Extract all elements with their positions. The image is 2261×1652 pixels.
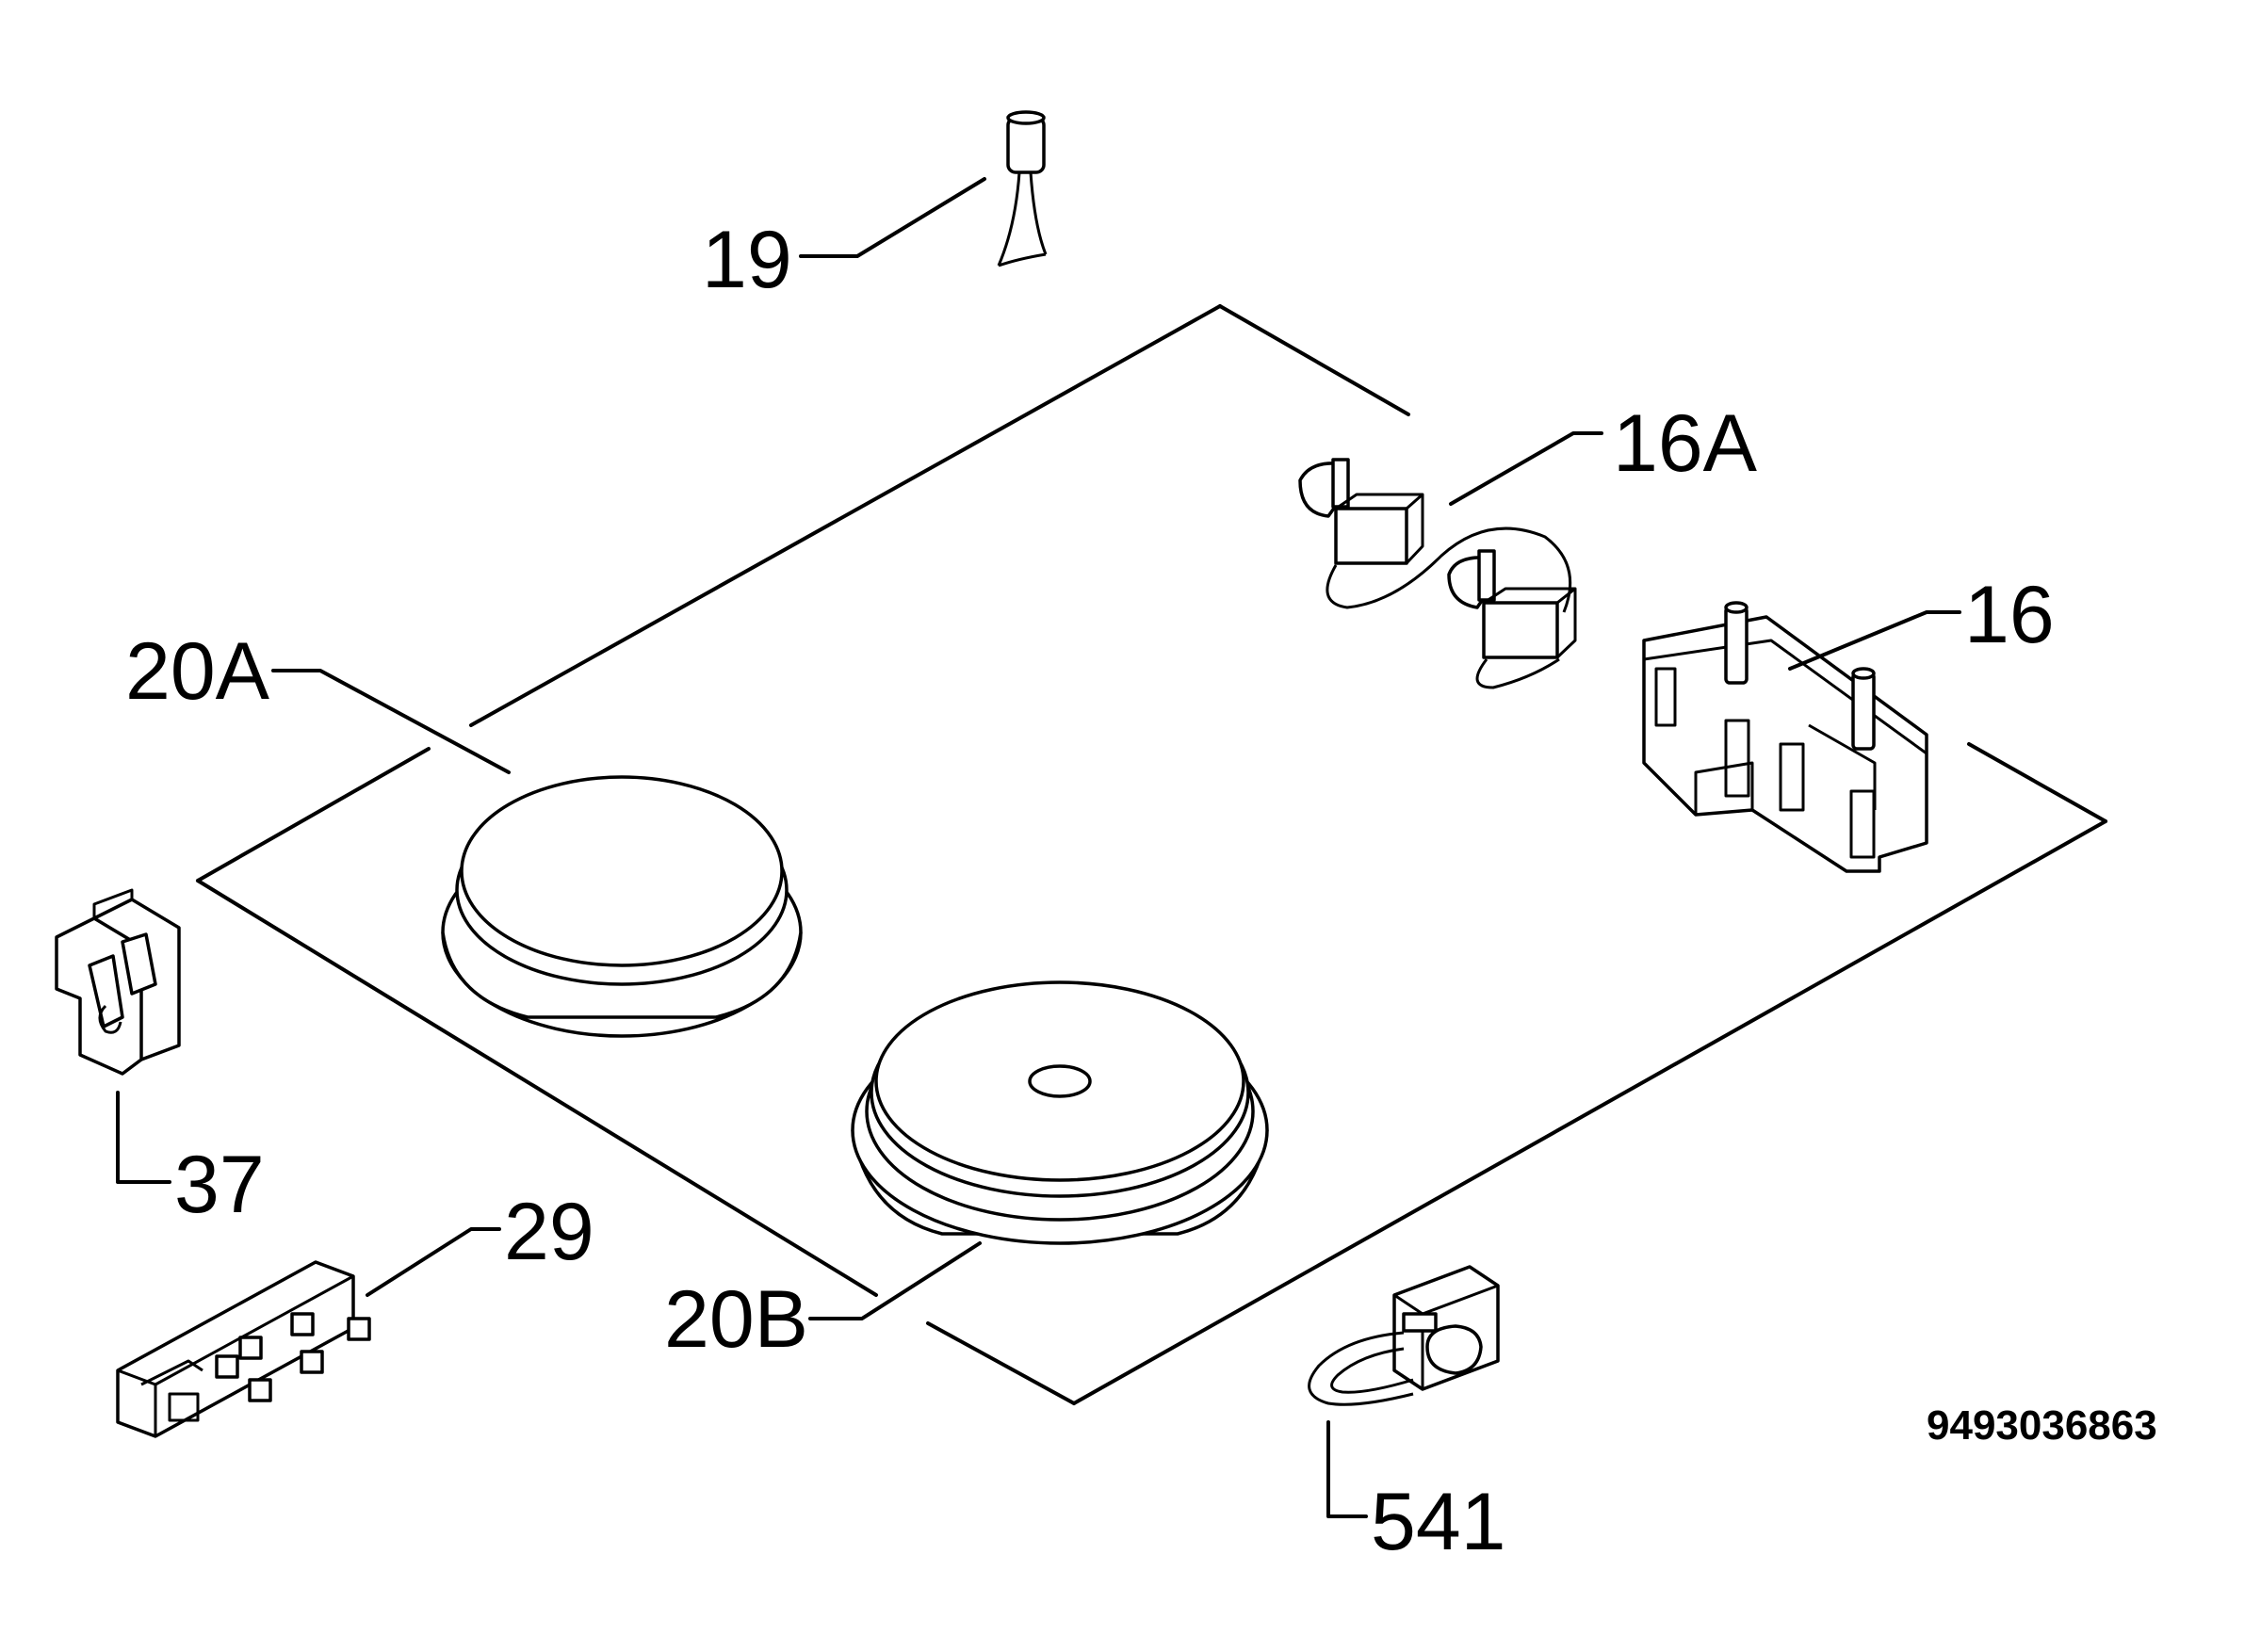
label-29: 29 [504, 1187, 594, 1277]
hob-plate-outline [196, 304, 2107, 1405]
label-20b: 20B [664, 1274, 808, 1365]
diagram-code: 9493036863 [1927, 1402, 2157, 1449]
label-37: 37 [174, 1140, 265, 1230]
leader-lines [116, 177, 1961, 1518]
terminal-block-16 [1642, 601, 1928, 873]
ignition-unit-29 [116, 1260, 371, 1438]
connector-16a [1298, 458, 1577, 689]
hotplate-20a [441, 775, 803, 1038]
hotplate-20b [851, 980, 1269, 1245]
label-16a: 16A [1613, 398, 1758, 489]
sensor-19 [997, 110, 1048, 267]
label-541: 541 [1371, 1477, 1506, 1567]
label-16: 16 [1964, 570, 2055, 660]
label-19: 19 [702, 215, 792, 305]
label-20a: 20A [125, 626, 270, 717]
bracket-37 [55, 888, 181, 1076]
switch-541 [1308, 1265, 1500, 1406]
